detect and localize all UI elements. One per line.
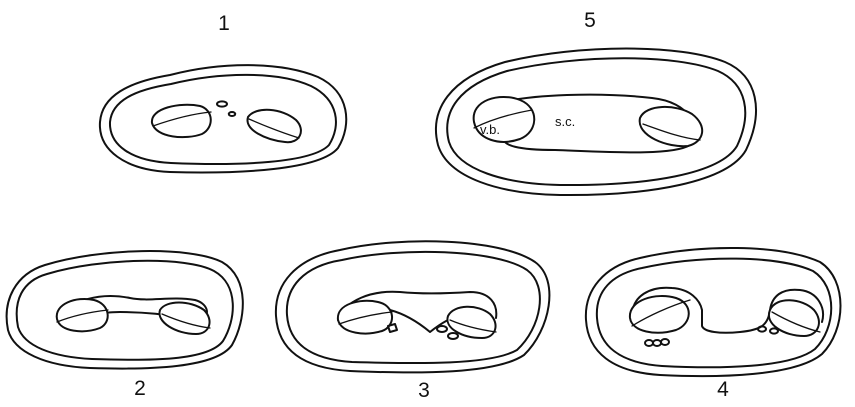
panel-3-label: 3	[418, 379, 430, 402]
panel-4-small-cell	[645, 340, 653, 346]
panel-3: 3	[276, 241, 550, 402]
panel-3-small-cell	[437, 326, 447, 332]
panel-1-left-vascular-bundle	[152, 105, 211, 137]
panel-4-small-cell	[770, 328, 778, 333]
vascular-bundle-annotation: v.b.	[480, 122, 500, 137]
panel-5-label: 5	[584, 9, 596, 32]
panel-1: 1	[100, 12, 346, 172]
panel-2: 2	[7, 251, 243, 400]
panel-1-median-cell	[217, 101, 227, 106]
panel-3-small-cell	[388, 324, 397, 332]
panel-1-inner-wall	[110, 75, 336, 164]
panel-2-left-vascular-bundle	[57, 299, 108, 331]
panel-2-label: 2	[134, 377, 146, 400]
panel-1-right-vascular-bundle	[248, 110, 301, 142]
panel-2-right-vascular-bundle	[159, 303, 209, 335]
panel-1-label: 1	[218, 12, 230, 35]
panel-4-label: 4	[717, 378, 729, 401]
panel-5: 5 v.b. s.c.	[436, 9, 756, 195]
panel-4-small-cell	[758, 326, 766, 331]
panel-3-inner-wall	[287, 252, 540, 363]
panel-1-median-cell	[229, 112, 235, 116]
panel-4-small-cell	[661, 339, 669, 345]
panel-4: 4	[586, 248, 841, 401]
sieve-cavity-annotation: s.c.	[555, 114, 575, 129]
panel-3-small-cell	[448, 333, 458, 339]
panel-4-right-vascular-bundle	[769, 300, 819, 336]
panel-4-small-cell	[653, 340, 661, 346]
panel-4-left-vascular-bundle	[630, 296, 689, 333]
